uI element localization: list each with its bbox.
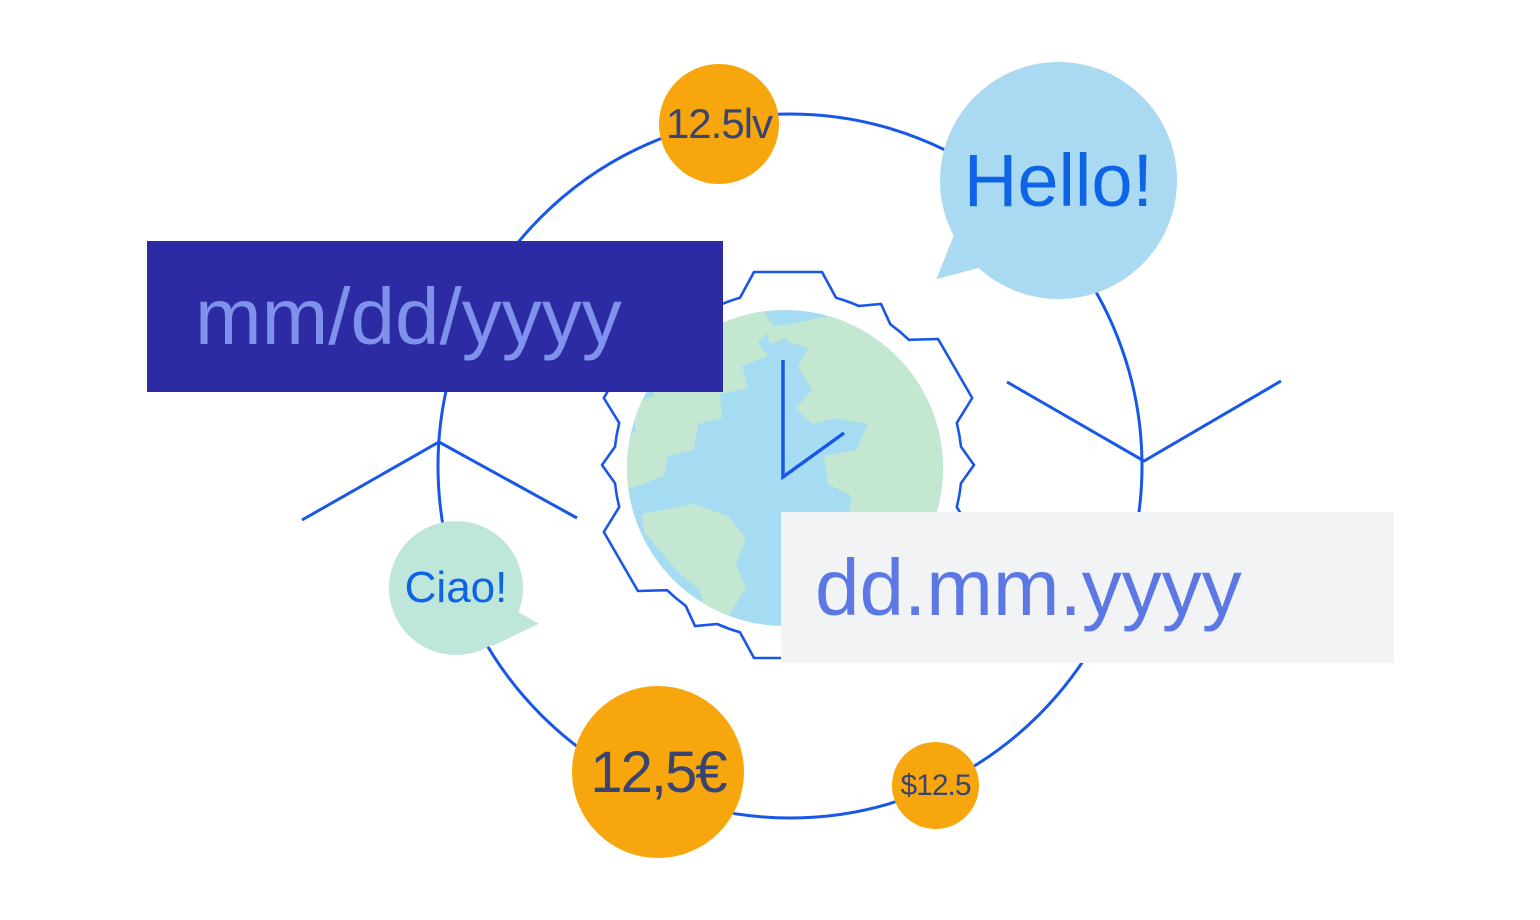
currency-dollar-badge: $12.5: [892, 742, 979, 829]
cycle-arrows-icon: [301, 112, 1282, 820]
currency-lev-label: 12.5lv: [665, 100, 773, 147]
clock-hands-icon: [781, 360, 846, 481]
date-format-us-label: mm/dd/yyyy: [195, 271, 622, 361]
arrow-down-icon: [1006, 379, 1282, 463]
date-format-european-label: dd.mm.yyyy: [815, 542, 1242, 632]
ciao-speech-bubble: Ciao!: [389, 521, 523, 655]
date-format-us-box: mm/dd/yyyy: [147, 241, 723, 392]
currency-euro-label: 12,5€: [590, 739, 727, 805]
hello-speech-bubble: Hello!: [940, 62, 1177, 299]
currency-lev-badge: 12.5lv: [659, 64, 779, 184]
currency-euro-badge: 12,5€: [572, 686, 744, 858]
date-format-european-box: dd.mm.yyyy: [781, 512, 1394, 663]
cycle-circle: [436, 112, 1144, 820]
ciao-label: Ciao!: [404, 563, 508, 612]
hello-label: Hello!: [963, 139, 1154, 222]
currency-dollar-label: $12.5: [900, 768, 971, 802]
arrow-up-icon: [301, 440, 578, 522]
